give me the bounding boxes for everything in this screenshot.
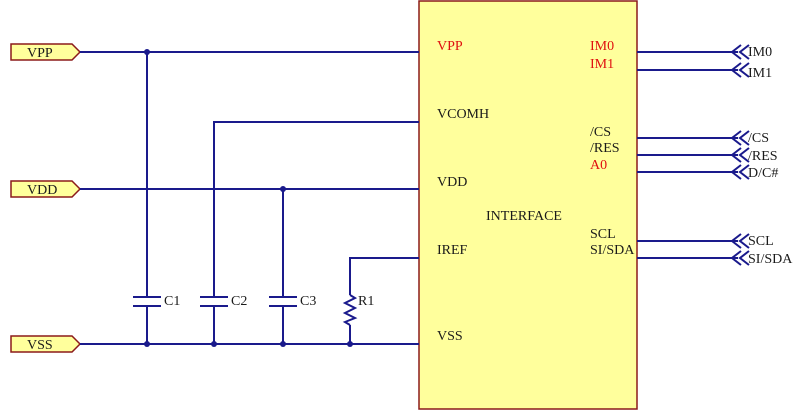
capacitor-c1 <box>133 296 161 307</box>
pin-vpp-label: VPP <box>437 39 463 54</box>
junction-dot <box>280 341 286 347</box>
vdd-port-label: VDD <box>27 183 57 198</box>
c2-label: C2 <box>231 294 247 309</box>
chip-name-label: INTERFACE <box>486 209 562 224</box>
bus-label-im1: IM1 <box>748 66 772 81</box>
pin-vcomh-label: VCOMH <box>437 107 489 122</box>
pin-a0-label: A0 <box>590 158 607 173</box>
resistor-r1 <box>342 294 358 326</box>
signal-scl <box>637 233 750 249</box>
junction-dot <box>280 186 286 192</box>
capacitor-c3 <box>269 296 297 307</box>
junction-dot <box>144 341 150 347</box>
pin-vss-label: VSS <box>437 329 463 344</box>
r1-label: R1 <box>358 294 374 309</box>
pin-cs-label: /CS <box>590 125 611 140</box>
vcomh-net-wire <box>213 121 419 298</box>
bus-label-sisda: SI/SDA <box>748 252 793 267</box>
bus-label-dc: D/C# <box>748 166 778 181</box>
bus-label-scl: SCL <box>748 234 774 249</box>
junction-dot <box>347 341 353 347</box>
c1-label: C1 <box>164 294 180 309</box>
c3-label: C3 <box>300 294 316 309</box>
pin-res-label: /RES <box>590 141 620 156</box>
capacitor-c2 <box>200 296 228 307</box>
bus-label-im0: IM0 <box>748 45 772 60</box>
signal-im1 <box>637 62 750 78</box>
signal-sisda <box>637 250 750 266</box>
vpp-port-label: VPP <box>27 46 53 61</box>
bus-label-cs: /CS <box>748 131 769 146</box>
signal-res <box>637 147 750 163</box>
iref-net-wire <box>349 257 419 295</box>
bus-label-res: /RES <box>748 149 778 164</box>
junction-dot <box>144 49 150 55</box>
vpp-port: VPP <box>10 43 82 61</box>
signal-cs <box>637 130 750 146</box>
vdd-port: VDD <box>10 180 82 198</box>
signal-im0 <box>637 44 750 60</box>
pin-im1-label: IM1 <box>590 57 614 72</box>
junction-dot <box>211 341 217 347</box>
pin-vdd-label: VDD <box>437 175 467 190</box>
pin-scl-label: SCL <box>590 227 616 242</box>
signal-dc <box>637 164 750 180</box>
pin-iref-label: IREF <box>437 243 468 258</box>
interface-chip <box>418 0 638 410</box>
pin-sisda-label: SI/SDA <box>590 243 635 258</box>
pin-im0-label: IM0 <box>590 39 614 54</box>
vss-port: VSS <box>10 335 82 353</box>
vss-port-label: VSS <box>27 338 53 353</box>
